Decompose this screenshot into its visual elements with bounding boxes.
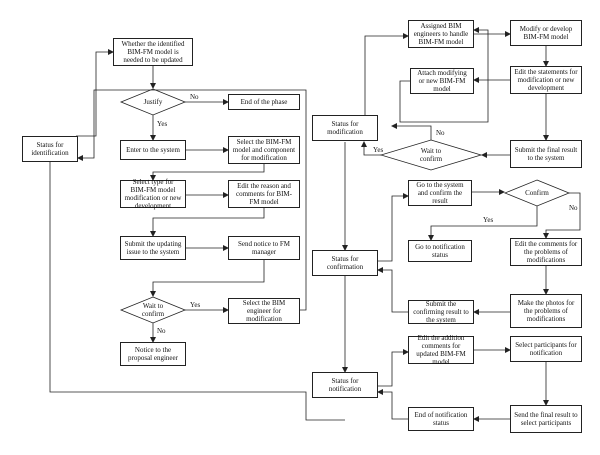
label-wait-left-no: No bbox=[157, 327, 166, 335]
node-edit-problems: Edit the comments for the problems of mo… bbox=[510, 238, 582, 266]
label-wait-left-yes: Yes bbox=[190, 301, 201, 309]
node-edit-addition: Edit the addition comments for updated B… bbox=[408, 334, 474, 366]
node-status-modification: Status for modification bbox=[312, 115, 378, 141]
node-select-type: Select type for BIM-FM model modificatio… bbox=[120, 178, 186, 210]
wait-confirm-mid-diamond bbox=[379, 139, 483, 171]
node-select-bim-engineer: Select the BIM engineer for modification bbox=[228, 298, 300, 324]
label-confirm-yes: Yes bbox=[483, 216, 494, 224]
label-wait-mid-yes: Yes bbox=[373, 146, 384, 154]
node-select-model-component: Select the BIM-FM model and component fo… bbox=[228, 136, 300, 164]
node-select-participants: Select participants for notification bbox=[510, 336, 582, 362]
node-enter-system: Enter to the system bbox=[120, 140, 186, 160]
node-modify-develop: Modify or develop BIM-FM model bbox=[510, 20, 582, 46]
node-attach-model: Attach modifying or new BIM-FM model bbox=[410, 68, 474, 94]
node-end-phase: End of the phase bbox=[228, 94, 300, 110]
node-submit-updating: Submit the updating issue to the system bbox=[120, 236, 186, 260]
node-notice-proposal: Notice to the proposal engineer bbox=[120, 342, 186, 366]
node-wait-confirm-mid: Wait to confirm bbox=[419, 147, 443, 163]
node-confirm: Confirm bbox=[525, 189, 549, 197]
label-justify-no: No bbox=[190, 93, 199, 101]
node-status-notification: Status for notification bbox=[312, 372, 378, 398]
node-edit-reason: Edit the reason and comments for BIM-FM … bbox=[228, 180, 300, 208]
label-confirm-no: No bbox=[569, 204, 578, 212]
node-end-notification: End of notification status bbox=[408, 407, 474, 431]
node-justify: Justify bbox=[143, 98, 163, 106]
node-send-notice: Send notice to FM manager bbox=[228, 236, 300, 260]
node-status-confirmation: Status for confirmation bbox=[312, 250, 378, 276]
node-status-identification: Status for identification bbox=[22, 136, 78, 162]
node-edit-statements: Edit the statements for modification or … bbox=[510, 66, 582, 94]
label-justify-yes: Yes bbox=[157, 120, 168, 128]
node-submit-confirming: Submit the confirming result to the syst… bbox=[408, 300, 474, 324]
node-wait-confirm-left: Wait to confirm bbox=[141, 302, 165, 318]
node-send-final-result: Send the final result to select particip… bbox=[510, 405, 582, 433]
node-go-notification: Go to notification status bbox=[408, 240, 472, 262]
node-whether-update: Whether the identified BIM-FM model is n… bbox=[113, 38, 193, 66]
label-wait-mid-no: No bbox=[436, 129, 445, 137]
node-assigned-engineers: Assigned BIM engineers to handle BIM-FM … bbox=[408, 20, 474, 48]
node-go-system: Go to the system and confirm the result bbox=[408, 180, 472, 206]
node-submit-final: Submit the final result to the system bbox=[510, 140, 582, 168]
node-make-photos: Make the photos for the problems of modi… bbox=[510, 294, 582, 328]
